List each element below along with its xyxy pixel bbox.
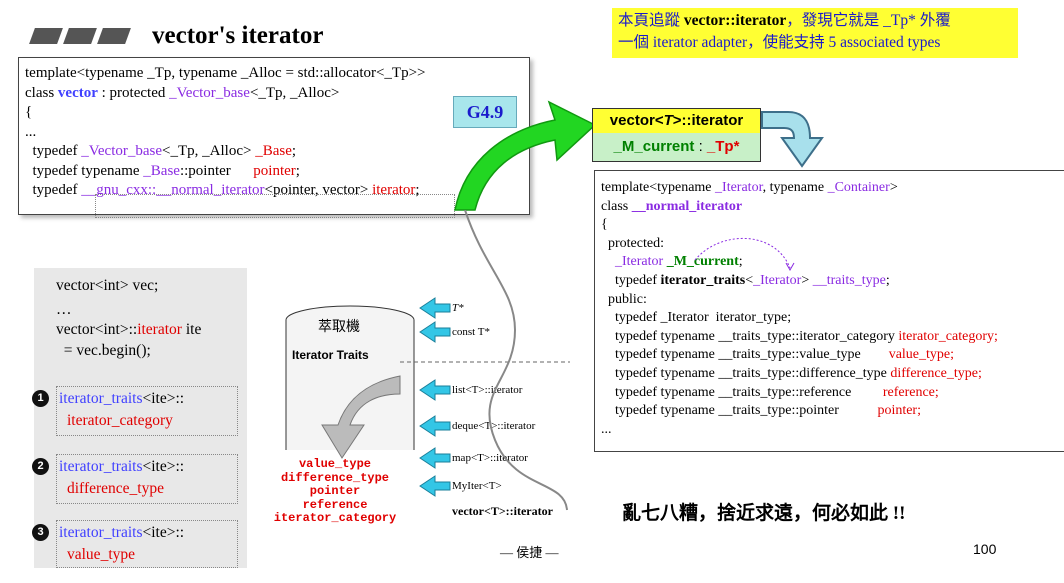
note-box: 本頁追蹤 vector::iterator，發現它就是 _Tp* 外覆 一個 i… [612, 8, 1018, 58]
typedef-row: typedef typename __traits_type::value_ty… [601, 347, 955, 363]
page-title: vector's iterator [152, 22, 324, 49]
iterator-traits-label: Iterator Traits [292, 348, 369, 362]
code-line: template<typename _Tp, typename _Alloc =… [25, 65, 426, 81]
connector-curve-icon [464, 210, 568, 511]
code-text: ::pointer [179, 162, 254, 179]
cylinder-top-label: 萃取機 [318, 320, 360, 335]
version-badge: G4.9 [453, 96, 517, 128]
query-box-1: iterator_traits<ite>:: iterator_category [56, 386, 238, 436]
note-keyword: vector::iterator [683, 12, 787, 29]
code-text: <_Tp, _Alloc> [162, 143, 256, 159]
note-text: 一個 iterator adapter，使能支持 5 associated ty… [618, 34, 941, 51]
typedef-row: typedef typename __traits_type::differen… [601, 365, 982, 381]
code-text: typedef typename [25, 162, 144, 179]
vector-code-box: template<typename _Tp, typename _Alloc =… [18, 57, 530, 215]
code-base-name: _Vector_base [81, 143, 163, 159]
code-typedef-name: pointer [253, 162, 296, 179]
title-decoration [29, 28, 132, 44]
input-type: deque<T>::iterator [452, 420, 536, 432]
dashed-arc-icon [694, 238, 795, 272]
usage-line: = vec.begin(); [56, 342, 151, 359]
number-badge: 1 [32, 390, 49, 407]
input-type: list<T>::iterator [452, 384, 523, 396]
green-arrow-icon [454, 100, 597, 211]
code-base-name: _Vector_base [169, 84, 250, 101]
bottom-quote: 亂七八糟，捨近求遠，何必如此 !! [622, 503, 906, 524]
code-line: { [25, 104, 33, 120]
input-type: T* [452, 302, 464, 314]
typedef-row: typedef typename __traits_type::pointer … [601, 403, 921, 419]
code-text: : protected [97, 84, 170, 101]
iterator-traits-diagram [285, 297, 570, 497]
usage-line: vector<int> vec; [56, 277, 159, 294]
number-badge: 2 [32, 458, 49, 475]
m-current-member: _M_current : _Tp* [593, 133, 760, 161]
page-number: 100 [973, 541, 997, 557]
code-text: ; [415, 182, 420, 198]
input-type: vector<T>::iterator [452, 504, 553, 518]
code-class-name: vector [57, 84, 98, 101]
code-text: class [25, 84, 58, 101]
note-text: 本頁追蹤 [618, 12, 684, 29]
typedef-row: typedef typename __traits_type::referenc… [601, 384, 939, 400]
input-type: MyIter<T> [452, 480, 502, 492]
query-box-2: iterator_traits<ite>:: difference_type [56, 454, 238, 504]
normal-iterator-code-box: template<typename _Iterator, typename _C… [594, 170, 1064, 452]
code-typedef-name: _Base [255, 143, 292, 159]
code-text: typedef [25, 143, 82, 159]
vector-iterator-header: vector<T>::iterator [593, 109, 760, 133]
code-text: <_Tp, _Alloc> [249, 84, 340, 101]
note-text: ，發現它就是 _Tp* 外覆 [786, 12, 951, 29]
code-text: typedef [25, 182, 82, 198]
typedef-row: typedef typename __traits_type::iterator… [601, 328, 998, 344]
code-base-name: _Base [143, 162, 180, 179]
code-text: ; [295, 162, 300, 179]
usage-line: … [56, 301, 72, 318]
code-line: ... [25, 123, 37, 140]
traits-output-list: value_type difference_type pointer refer… [273, 457, 397, 525]
curved-arrow-icon [761, 111, 824, 168]
usage-panel: vector<int> vec; … vector<int>::iterator… [32, 268, 247, 568]
author-signature: — 侯捷 — [500, 545, 559, 560]
iterator-highlight [95, 194, 455, 218]
vector-iterator-box: vector<T>::iterator _M_current : _Tp* [592, 108, 761, 162]
code-text: ; [291, 143, 297, 159]
query-box-3: iterator_traits<ite>:: value_type [56, 520, 238, 568]
number-badge: 3 [32, 524, 49, 541]
input-type: const T* [452, 326, 490, 338]
usage-line: vector<int>::iterator ite [56, 321, 202, 338]
